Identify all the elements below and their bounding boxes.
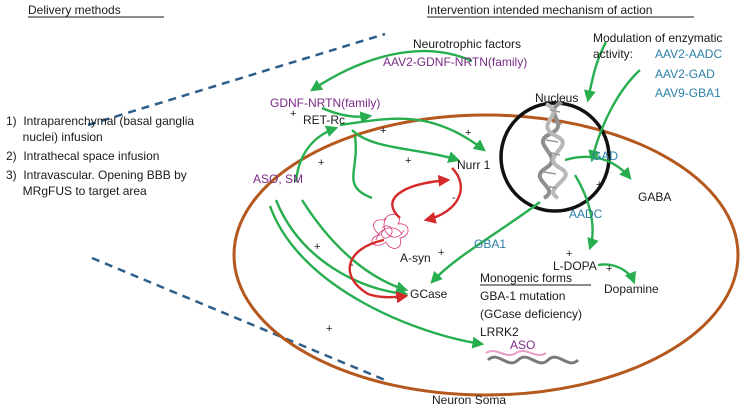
arrow-asyn-inhibit-nurr1: [391, 174, 451, 219]
arrow-aso-to-gcase-2: [274, 199, 409, 300]
label-aav2-gdnf-nrtn: AAV2-GDNF-NRTN(family): [383, 55, 527, 69]
plus-sign: +: [438, 247, 444, 259]
arrow-gdnf-to-retrc: [321, 106, 373, 124]
arrow-retrc-branch: [352, 135, 373, 200]
arrow-nurr1-inhibit-asyn: [423, 167, 462, 224]
label-nucleus: Nucleus: [535, 91, 578, 105]
label-gdnf-nrtn: GDNF-NRTN(family): [270, 96, 380, 110]
plus-sign: +: [566, 248, 572, 260]
label-aav9-gba1: AAV9-GBA1: [655, 86, 721, 100]
plus-sign: +: [326, 323, 332, 335]
plus-sign: +: [380, 125, 386, 137]
label-gad: GAD: [592, 149, 618, 163]
label-lrrk2: LRRK2: [480, 325, 519, 339]
label-ret-rc: RET-Rc: [303, 113, 345, 127]
label-aso-sm: ASO, SM: [253, 172, 303, 186]
plus-sign: +: [465, 127, 471, 139]
header-mechanism: Intervention intended mechanism of actio…: [427, 3, 652, 17]
label-gba1: GBA1: [474, 237, 506, 251]
aso-strand-icon: [485, 350, 580, 365]
arrow-aso-to-retrc: [294, 125, 339, 183]
arrow-aav2-gdnf-to-gdnf: [310, 49, 473, 92]
label-aav2-aadc: AAV2-AADC: [655, 47, 722, 61]
label-aso: ASO: [510, 338, 535, 352]
alpha-synuclein-aggregate-icon: [371, 213, 409, 249]
arrow-aadc-into-nucleus: [588, 69, 641, 163]
arrow-retrc-to-nurr1: [351, 129, 461, 163]
label-dopamine: Dopamine: [604, 282, 659, 296]
arrow-retrc-to-nucleus: [339, 117, 486, 152]
plus-sign: +: [606, 263, 612, 275]
projection-line-top: [87, 32, 386, 127]
plus-sign: +: [596, 179, 602, 191]
arrow-asyn-inhibit-gcase: [348, 238, 409, 304]
label-aav2-gad: AAV2-GAD: [655, 67, 715, 81]
delivery-method-3b: MRgFUS to target area: [6, 184, 147, 198]
label-l-dopa: L-DOPA: [553, 259, 597, 273]
plus-sign: +: [318, 157, 324, 169]
arrow-aso-to-lrrk2: [268, 205, 485, 349]
label-gaba: GABA: [638, 190, 671, 204]
label-neurotrophic-factors: Neurotrophic factors: [413, 37, 521, 51]
delivery-method-2: 2) Intrathecal space infusion: [6, 149, 159, 163]
arrow-gba1-to-gcase: [430, 201, 541, 284]
delivery-method-1a: 1) Intraparenchymal (basal ganglia: [6, 114, 194, 128]
label-modulation-line2: activity:: [593, 47, 633, 61]
neuron-soma-membrane: [232, 113, 740, 397]
nucleus-membrane: [499, 101, 611, 213]
arrow-neurotrophic-into-nucleus: [583, 41, 608, 103]
projection-line-bottom: [91, 256, 386, 382]
label-nurr1: Nurr 1: [457, 158, 491, 172]
arrow-gad-to-gaba: [564, 155, 632, 180]
plus-sign: +: [405, 155, 411, 167]
label-monogenic-forms: Monogenic forms: [480, 271, 572, 285]
arrow-aadc-to-ldopa: [573, 174, 599, 251]
label-modulation-line1: Modulation of enzymatic: [593, 31, 722, 45]
minus-sign: -: [452, 192, 456, 204]
plus-sign: +: [290, 108, 296, 120]
label-gba1-mutation: GBA-1 mutation: [480, 289, 565, 303]
delivery-method-3a: 3) Intravascular. Opening BBB by: [6, 168, 187, 182]
arrow-aso-to-gcase-1: [300, 199, 409, 293]
dna-helix-icon: [537, 100, 568, 200]
plus-sign: +: [314, 241, 320, 253]
label-gcase: GCase: [410, 287, 448, 301]
label-neuron-soma: Neuron Soma: [432, 393, 506, 407]
label-aadc: AADC: [569, 207, 603, 221]
minus-sign: -: [350, 259, 354, 271]
label-a-syn: A-syn: [400, 251, 431, 265]
header-delivery-methods: Delivery methods: [28, 3, 121, 17]
arrow-ldopa-to-dopamine: [597, 263, 636, 285]
label-gcase-deficiency: (GCase deficiency): [480, 307, 582, 321]
delivery-method-1b: nuclei) infusion: [6, 130, 103, 144]
